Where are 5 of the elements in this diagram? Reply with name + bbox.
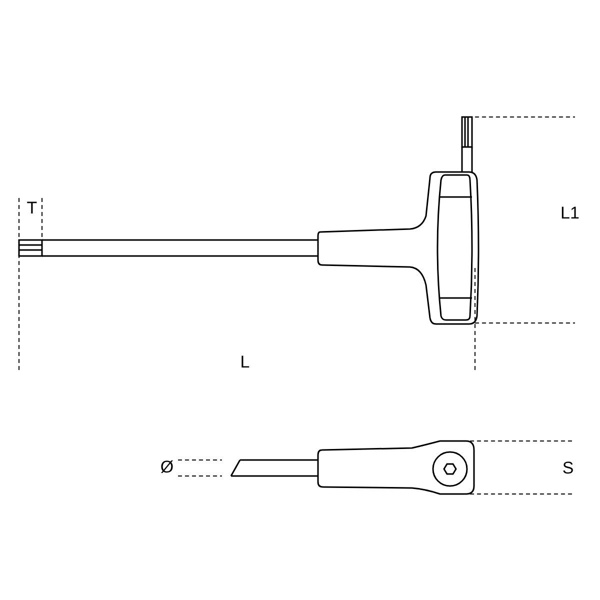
dimension-label: S (562, 460, 574, 476)
dimension-label: Ø (160, 458, 174, 476)
dimension-label: L1 (560, 204, 580, 222)
dimension-label: L (240, 354, 250, 370)
dimension-label: T (26, 200, 38, 216)
